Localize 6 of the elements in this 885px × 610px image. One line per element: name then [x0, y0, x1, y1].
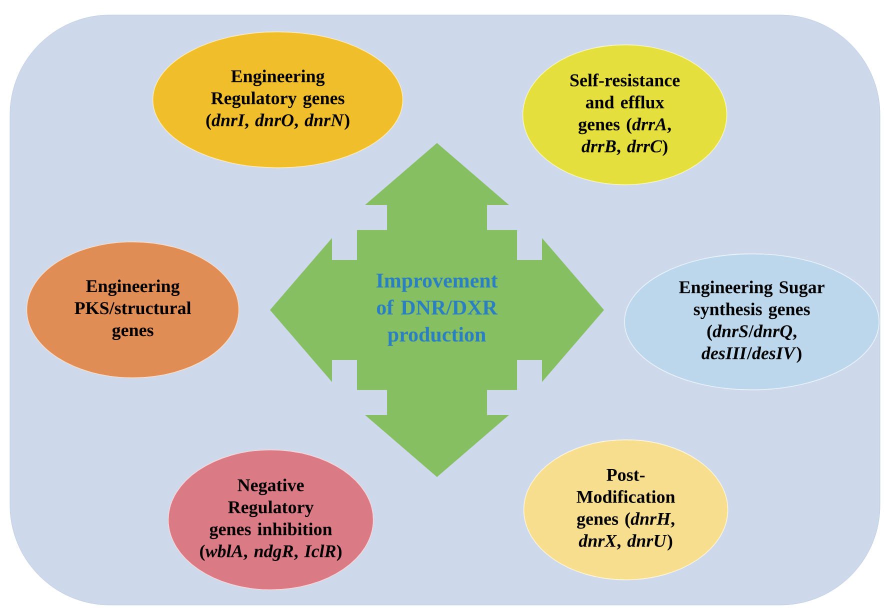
ellipse-bubble: Self-resistance and efflux genes (drrA, drrB, drrC)	[522, 44, 728, 186]
ellipse-bubble: Engineering Sugar synthesis genes (dnrS/dnrQ, desIII/desIV)	[624, 253, 880, 390]
ellipse-bubble: Negative Regulatory genes inhibition (wblA, ndgR, IclR)	[168, 449, 374, 590]
ellipse-bubble: Post-Modification genes (dnrH, dnrX, dnrU)	[523, 439, 728, 580]
ellipse-bubble: Engineering Regulatory genes (dnrI, dnrO, dnrN)	[152, 31, 404, 168]
ellipse-bubble: Engineering PKS/structural genes	[26, 241, 240, 378]
